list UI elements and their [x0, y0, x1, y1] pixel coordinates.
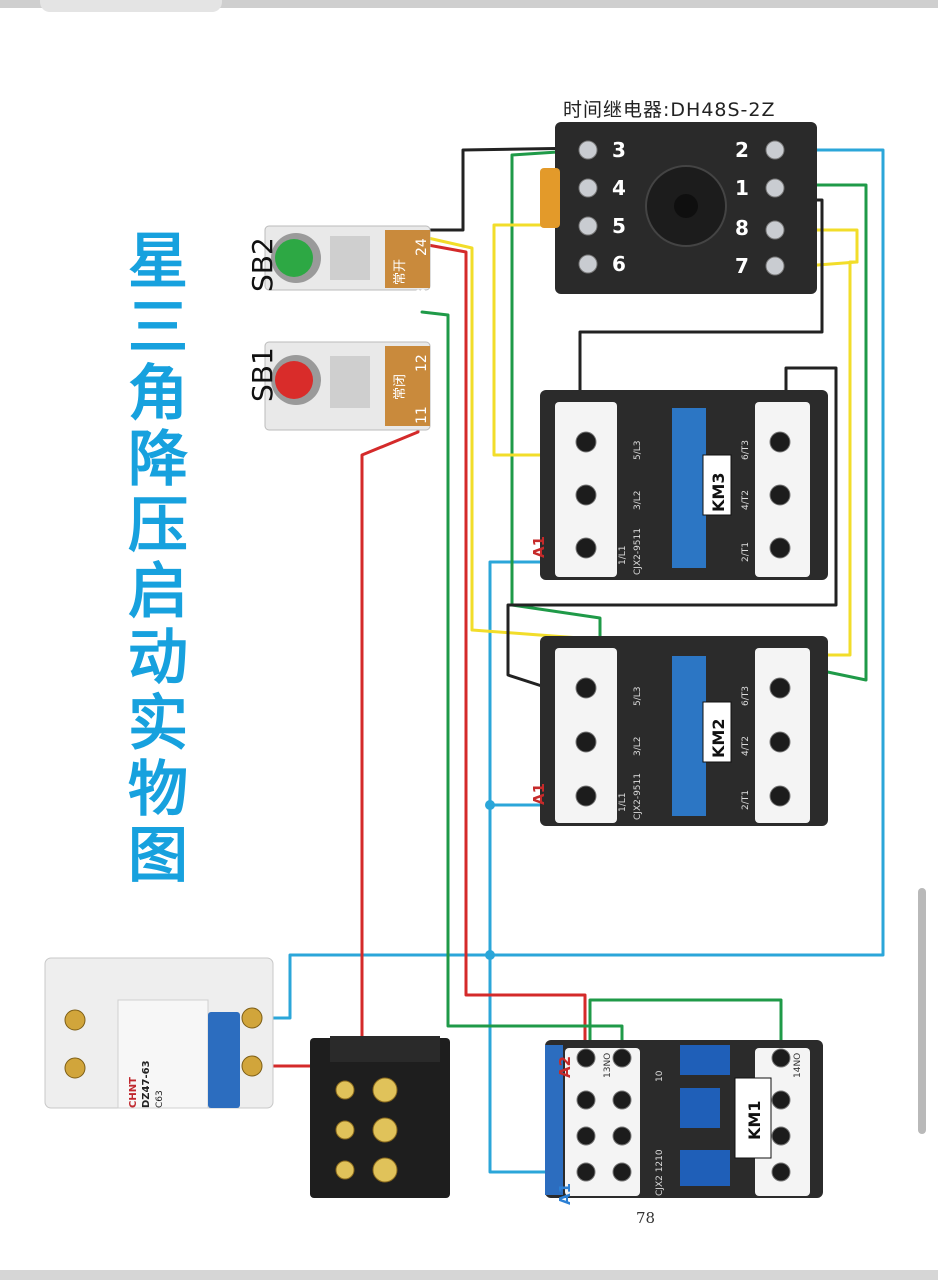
- junction-dot-2: [485, 800, 495, 810]
- wire-green-2: [588, 998, 783, 1052]
- relay-pin-4: 4: [612, 176, 626, 200]
- km3-label: KM3: [709, 473, 728, 512]
- sb2-label: SB2: [246, 237, 279, 292]
- bottom-bar: [0, 1270, 938, 1280]
- wire-black-3: [506, 366, 838, 690]
- wire-yellow-3: [776, 228, 859, 270]
- km1-coil-a2: A2: [556, 1056, 574, 1078]
- wire-blue-supply: [250, 148, 885, 1020]
- km1-model: CJX2 1210: [655, 1149, 665, 1196]
- km2-label: KM2: [709, 719, 728, 758]
- title-char-5: 压: [128, 491, 188, 561]
- circuit-breaker: CHNT DZ47-63 C63: [44, 957, 274, 1109]
- relay-title: 时间继电器:DH48S-2Z: [563, 99, 776, 121]
- km2-coil-a1: A1: [530, 783, 548, 805]
- sb1-label: SB1: [246, 347, 279, 402]
- title-char-1: 星: [128, 227, 188, 297]
- sb1-terminal-12: 12: [414, 354, 430, 372]
- contactor-km3: KM3 5/L3 3/L2 1/L1 CJX2-9511 6/T3 4/T2 2…: [530, 390, 828, 580]
- km1-aux-14no: 14NO: [793, 1053, 803, 1078]
- title-char-4: 降: [128, 425, 188, 495]
- km3-term-t1: 2/T1: [741, 542, 751, 562]
- km2-term-t3: 6/T3: [741, 686, 751, 706]
- wire-black-1: [426, 146, 590, 232]
- title-char-7: 动: [128, 623, 188, 693]
- sb1-type: 常闭: [393, 374, 408, 400]
- km1-aux-13no: 13NO: [603, 1053, 613, 1078]
- km3-term-l2: 3/L2: [633, 491, 643, 511]
- breaker-brand: CHNT: [128, 1077, 139, 1108]
- relay-pin-3: 3: [612, 138, 626, 162]
- title-char-8: 实: [128, 689, 188, 759]
- relay-pin-1: 1: [735, 176, 749, 200]
- km2-term-t2: 4/T2: [741, 736, 751, 756]
- title-char-10: 图: [128, 821, 188, 891]
- top-tab: [40, 0, 222, 12]
- sb2-terminal-24: 24: [414, 238, 430, 256]
- sb1-terminal-11: 11: [414, 406, 430, 424]
- km2-term-l2: 3/L2: [633, 737, 643, 757]
- top-status-bar: [0, 0, 938, 8]
- km1-label: KM1: [745, 1101, 764, 1140]
- junction-dot-1: [485, 950, 495, 960]
- km3-term-t3: 6/T3: [741, 440, 751, 460]
- title-char-3: 角: [128, 359, 188, 429]
- title-char-9: 物: [128, 755, 188, 825]
- contactor-km1: KM1 A2 A1 13NO 14NO 10 CJX2 1210: [545, 1040, 823, 1205]
- relay-pin-8: 8: [735, 216, 749, 240]
- wire-red-4: [426, 243, 587, 1042]
- km1-size-label: 10: [655, 1070, 665, 1082]
- km2-term-t1: 2/T1: [741, 790, 751, 810]
- relay-pin-2: 2: [735, 138, 749, 162]
- relay-pin-7: 7: [735, 254, 749, 278]
- vertical-scrollbar[interactable]: [918, 888, 926, 1134]
- relay-pin-5: 5: [612, 214, 626, 238]
- km2-model: CJX2-9511: [633, 773, 643, 820]
- time-relay: 3 4 5 6 2 1 8 7: [540, 122, 817, 294]
- title-char-6: 启: [128, 557, 188, 627]
- wire-green-1: [420, 310, 624, 1052]
- km3-term-l3: 5/L3: [633, 441, 643, 461]
- km2-term-l3: 5/L3: [633, 687, 643, 707]
- button-sb2: SB2 常开 24 23: [246, 225, 431, 306]
- km1-coil-a1: A1: [556, 1183, 574, 1205]
- thermal-overload-relay: [310, 1036, 450, 1198]
- sb2-type: 常开: [393, 259, 408, 285]
- page-number: 78: [636, 1209, 656, 1227]
- km3-term-t2: 4/T2: [741, 490, 751, 510]
- button-sb1: SB1 常闭 12 11: [246, 341, 431, 431]
- wire-blue-bus: [488, 560, 547, 957]
- km3-coil-a1: A1: [530, 536, 548, 558]
- km3-term-l1: 1/L1: [618, 546, 628, 566]
- sb2-terminal-23: 23: [414, 288, 430, 306]
- contactor-km2: KM2 5/L3 3/L2 1/L1 CJX2-9511 6/T3 4/T2 2…: [530, 636, 828, 826]
- wire-yellow-2: [492, 223, 580, 457]
- km2-term-l1: 1/L1: [618, 793, 628, 813]
- breaker-model: DZ47-63: [141, 1060, 152, 1108]
- title-char-2: 三: [128, 293, 188, 363]
- km3-model: CJX2-9511: [633, 528, 643, 575]
- relay-pin-6: 6: [612, 252, 626, 276]
- breaker-rating: C63: [155, 1090, 165, 1108]
